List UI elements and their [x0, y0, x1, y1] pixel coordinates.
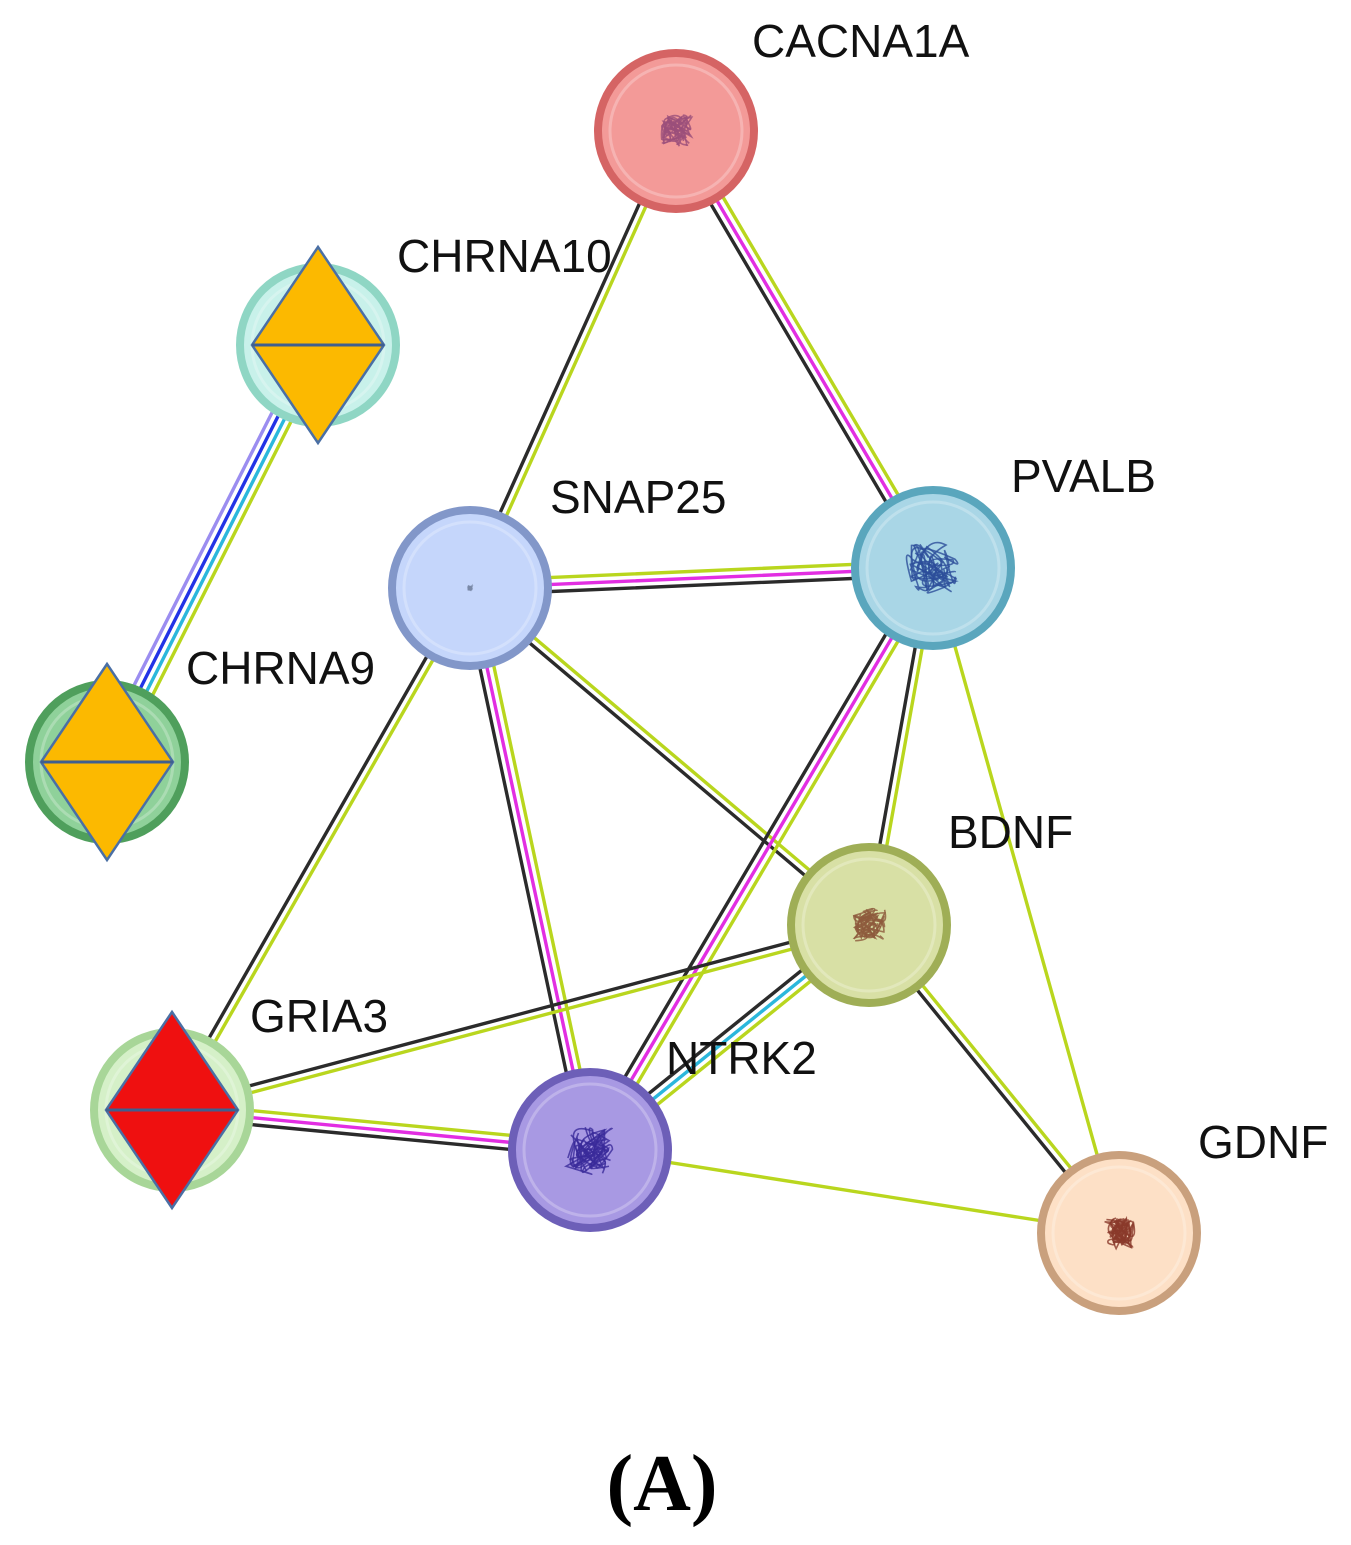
node-highlight	[522, 1082, 658, 1218]
structure-strand	[467, 583, 473, 590]
structure-strand	[1104, 1219, 1129, 1238]
edge-strand-magenta	[468, 586, 592, 1152]
structure-strand	[910, 562, 959, 587]
edge-strand-yellow-green	[680, 125, 941, 567]
node-chrna10[interactable]	[236, 244, 400, 446]
protein-structure-icon	[1104, 1215, 1136, 1251]
structure-strand	[1115, 1218, 1132, 1239]
node-chrna9[interactable]	[25, 661, 189, 863]
structure-strand	[922, 555, 951, 588]
node-gdnf[interactable]	[1037, 1151, 1201, 1315]
structure-strand	[1107, 1218, 1136, 1249]
edge-pvalb-ntrk2	[582, 562, 941, 1156]
node-highlight	[801, 857, 937, 993]
nodes-layer	[25, 49, 1201, 1315]
node-highlight	[402, 520, 538, 656]
structure-strand	[871, 920, 884, 940]
edge-strand-black	[668, 132, 929, 574]
edge-cacna1a-pvalb	[668, 125, 941, 574]
edge-cacna1a-snap25	[465, 127, 681, 592]
node-label-ntrk2: NTRK2	[666, 1032, 817, 1084]
edge-ntrk2-gdnf	[588, 1148, 1121, 1235]
panel-label: (A)	[606, 1440, 717, 1528]
edge-strand-yellow-green	[470, 583, 873, 925]
edge-strand-yellow-green	[931, 566, 1121, 1235]
protein-structure-icon	[905, 541, 959, 594]
edge-pvalb-gdnf	[931, 566, 1121, 1235]
edge-strand-black	[466, 588, 869, 930]
node-ntrk2[interactable]	[508, 1068, 672, 1232]
node-pvalb[interactable]	[851, 486, 1015, 650]
node-snap25[interactable]	[388, 506, 552, 670]
edge-strand-yellow-green	[171, 926, 872, 1116]
node-label-chrna10: CHRNA10	[397, 230, 612, 282]
node-label-gria3: GRIA3	[250, 990, 388, 1042]
edge-strand-magenta	[674, 129, 935, 570]
edge-strand-yellow-green	[475, 584, 599, 1151]
edge-strand-yellow-green	[588, 1148, 1121, 1235]
structure-strand	[574, 1127, 614, 1172]
node-bdnf[interactable]	[787, 843, 951, 1007]
structure-strand	[586, 1144, 614, 1169]
structure-strand	[572, 1144, 603, 1172]
edge-strand-black	[465, 127, 675, 589]
node-cacna1a[interactable]	[594, 49, 758, 213]
edge-strand-black	[167, 584, 469, 1110]
protein-structure-icon	[467, 583, 474, 592]
edge-bdnf-gria3	[169, 919, 872, 1116]
edge-snap25-bdnf	[466, 583, 873, 930]
edge-strand-black	[169, 919, 870, 1109]
edge-strand-yellow-green	[173, 588, 475, 1114]
edge-strand-yellow-green	[594, 569, 941, 1156]
protein-structure-icon	[852, 907, 887, 942]
node-highlight	[1051, 1165, 1187, 1301]
edge-strand-black	[461, 587, 585, 1154]
node-label-bdnf: BDNF	[948, 806, 1073, 858]
node-label-pvalb: PVALB	[1011, 450, 1156, 502]
structure-strand	[661, 120, 694, 145]
node-label-snap25: SNAP25	[550, 471, 726, 523]
node-highlight	[608, 63, 744, 199]
node-label-cacna1a: CACNA1A	[752, 15, 970, 67]
node-highlight	[865, 500, 1001, 636]
protein-structure-icon	[564, 1126, 614, 1175]
edge-strand-yellow-green	[471, 130, 681, 592]
edge-strand-magenta	[588, 566, 935, 1152]
structure-strand	[854, 908, 878, 929]
edge-snap25-gria3	[167, 584, 475, 1114]
protein-structure-icon	[660, 114, 694, 147]
structure-strand	[666, 114, 694, 142]
edge-snap25-ntrk2	[461, 584, 599, 1154]
node-gria3[interactable]	[90, 1009, 254, 1211]
edge-strand-black	[582, 562, 929, 1149]
node-label-gdnf: GDNF	[1198, 1116, 1328, 1168]
node-label-chrna9: CHRNA9	[186, 642, 375, 694]
